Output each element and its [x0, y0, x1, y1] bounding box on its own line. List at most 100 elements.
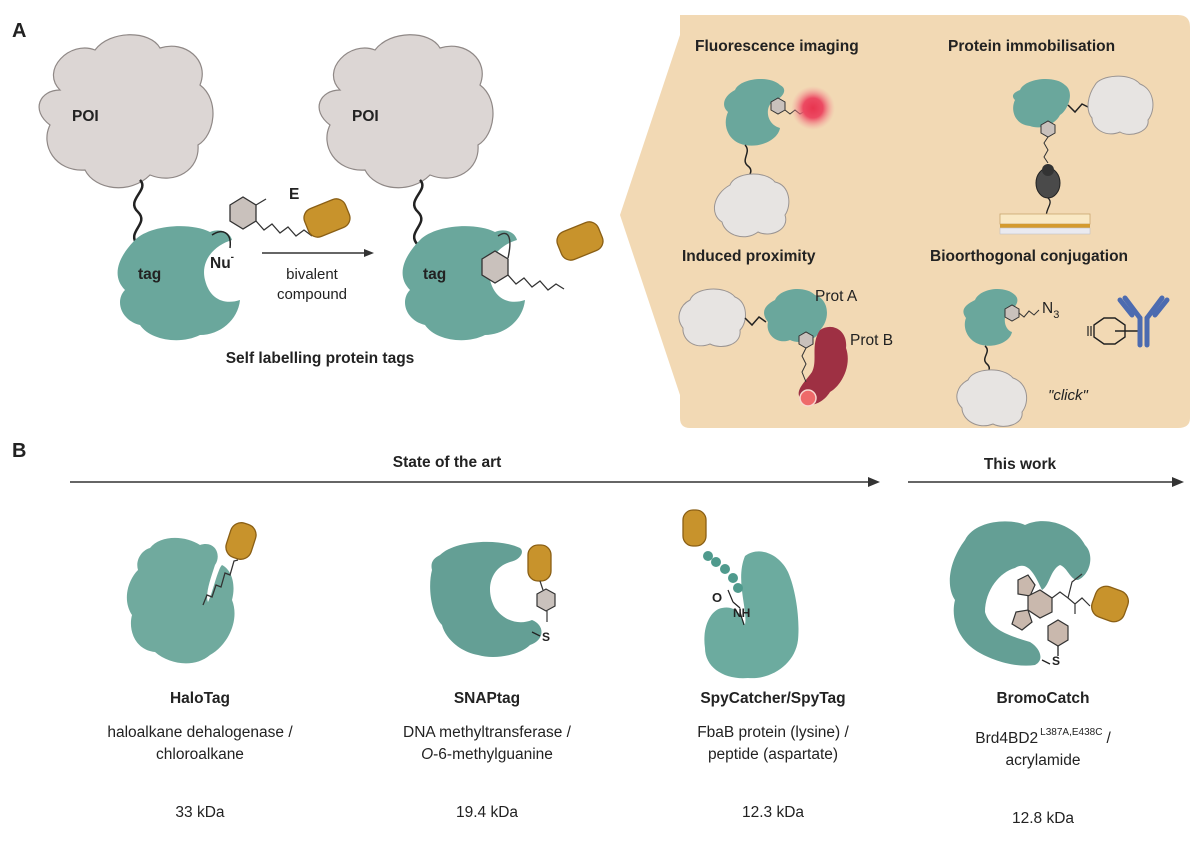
immobilisation-hexagon — [1040, 120, 1056, 138]
app-title-proximity: Induced proximity — [682, 248, 816, 265]
electrophile-label: E — [289, 186, 300, 203]
bromocatch-protein — [949, 521, 1091, 666]
tag-desc-line2: chloroalkane — [156, 746, 244, 763]
arrow-label-compound: compound — [276, 286, 348, 303]
tag-size: 33 kDa — [175, 804, 225, 821]
tag-desc-line1: FbaB protein (lysine) / — [697, 724, 849, 741]
linker-1 — [132, 179, 144, 246]
prot-a-tag — [764, 288, 827, 342]
fluorescence-hexagon — [770, 97, 786, 115]
poi-label-2: POI — [352, 108, 379, 125]
click-label: "click" — [1048, 387, 1088, 404]
state-of-art-label: State of the art — [392, 454, 502, 471]
halotag-protein — [126, 537, 235, 664]
tag-label-1: tag — [138, 266, 162, 283]
proximity-tether — [801, 347, 807, 383]
prot-a-label: Prot A — [815, 288, 858, 305]
app-title-immobilisation: Protein immobilisation — [948, 38, 1116, 55]
app-title-bioorthogonal: Bioorthogonal conjugation — [930, 248, 1129, 265]
nucleophile-linker — [211, 231, 231, 249]
ligand-cargo-1 — [303, 198, 351, 238]
tag-size: 12.3 kDa — [741, 804, 805, 821]
tag-name: SpyCatcher/SpyTag — [700, 690, 846, 707]
immobilisation-linker — [1043, 136, 1049, 164]
ligand-cargo-2 — [556, 221, 604, 261]
covalent-link — [497, 232, 511, 259]
immobilisation-poi-linker — [1067, 103, 1091, 114]
proximity-linker — [744, 315, 767, 327]
fluorescence-tag — [724, 78, 785, 146]
bromocatch-ligand — [1091, 585, 1129, 623]
tag-desc-line1: haloalkane dehalogenase / — [107, 724, 293, 741]
reaction-arrowhead — [364, 249, 374, 257]
bioorthogonal-poi — [956, 369, 1028, 427]
cyclooctyne-ring — [1093, 317, 1126, 345]
snaptag-ligand-bond — [539, 580, 544, 591]
bromocatch-ligand-core — [1011, 574, 1069, 647]
spytag-peptide-beads — [703, 551, 743, 593]
tag-card-spycatcher: SpyCatcher/SpyTag FbaB protein (lysine) … — [697, 690, 849, 822]
tag-name: HaloTag — [169, 690, 230, 707]
fluorescence-poi — [714, 173, 790, 238]
proximity-hexagon — [798, 331, 814, 349]
tag-label-2: tag — [423, 266, 447, 283]
tag-protein-2 — [402, 226, 525, 341]
fluorophore-glow — [791, 86, 835, 130]
panel-a-caption: Self labelling protein tags — [225, 350, 415, 367]
panel-b-letter: B — [12, 440, 27, 462]
panel-a-letter: A — [12, 20, 27, 42]
antibody-icon — [1117, 295, 1170, 348]
azide-label: N3 — [1042, 300, 1060, 321]
tag-name: BromoCatch — [996, 690, 1090, 707]
poi-protein-1 — [38, 34, 214, 189]
this-work-label: This work — [983, 456, 1057, 473]
tag-protein-1 — [117, 226, 240, 341]
app-title-fluorescence: Fluorescence imaging — [695, 38, 859, 55]
spycatcher-ligand — [682, 509, 707, 547]
spycatcher-protein — [704, 551, 799, 679]
proximity-poi — [678, 288, 746, 347]
spycatcher-carbonyl-label: O — [712, 590, 723, 605]
surface-base — [999, 227, 1091, 235]
tag-name: SNAPtag — [453, 690, 521, 707]
immobilisation-tag — [1012, 78, 1070, 128]
state-of-art-arrowhead — [868, 477, 880, 487]
tag-desc-line2: peptide (aspartate) — [707, 746, 839, 763]
poi-protein-2 — [318, 34, 494, 189]
snaptag-thiol-bond — [531, 631, 541, 637]
halotag-ligand — [225, 522, 257, 560]
molecular-glue — [799, 389, 817, 407]
tag-card-snaptag: SNAPtag DNA methyltransferase / O-6-meth… — [403, 690, 571, 822]
biotin-bead — [1042, 164, 1054, 176]
surface-gold — [1000, 224, 1090, 228]
spycatcher-amide-label: NH — [733, 606, 751, 620]
bromocatch-thiol-bond — [1041, 646, 1059, 665]
tag-desc-line2: O-6-methylguanine — [421, 746, 553, 763]
nucleophile-label: Nu- — [210, 252, 235, 272]
snaptag-protein — [430, 541, 542, 657]
tag-desc-line2: acrylamide — [1005, 752, 1081, 769]
acrylamide-warhead — [1051, 573, 1091, 614]
immobilisation-poi — [1087, 75, 1154, 135]
snaptag-hexagon — [536, 588, 556, 612]
applications-panel — [620, 15, 1190, 428]
prot-b-protein — [798, 326, 848, 405]
poi-label-1: POI — [72, 108, 99, 125]
tag-desc-line1: DNA methyltransferase / — [403, 724, 571, 741]
snaptag-thiol-label: S — [542, 630, 551, 644]
surface-top — [999, 213, 1091, 225]
alkyl-chain-1 — [255, 220, 313, 237]
this-work-arrowhead — [1172, 477, 1184, 487]
arrow-label-bivalent: bivalent — [286, 266, 338, 283]
azide-linker — [1018, 309, 1040, 318]
bioorthogonal-hexagon — [1004, 304, 1020, 322]
prot-b-label: Prot B — [850, 332, 894, 349]
hexagon-ring-1 — [229, 196, 257, 230]
halotag-linker — [202, 559, 239, 606]
tag-card-halotag: HaloTag haloalkane dehalogenase / chloro… — [107, 690, 292, 822]
alkyl-chain-2 — [507, 274, 565, 291]
bioorthogonal-tag — [963, 288, 1018, 346]
